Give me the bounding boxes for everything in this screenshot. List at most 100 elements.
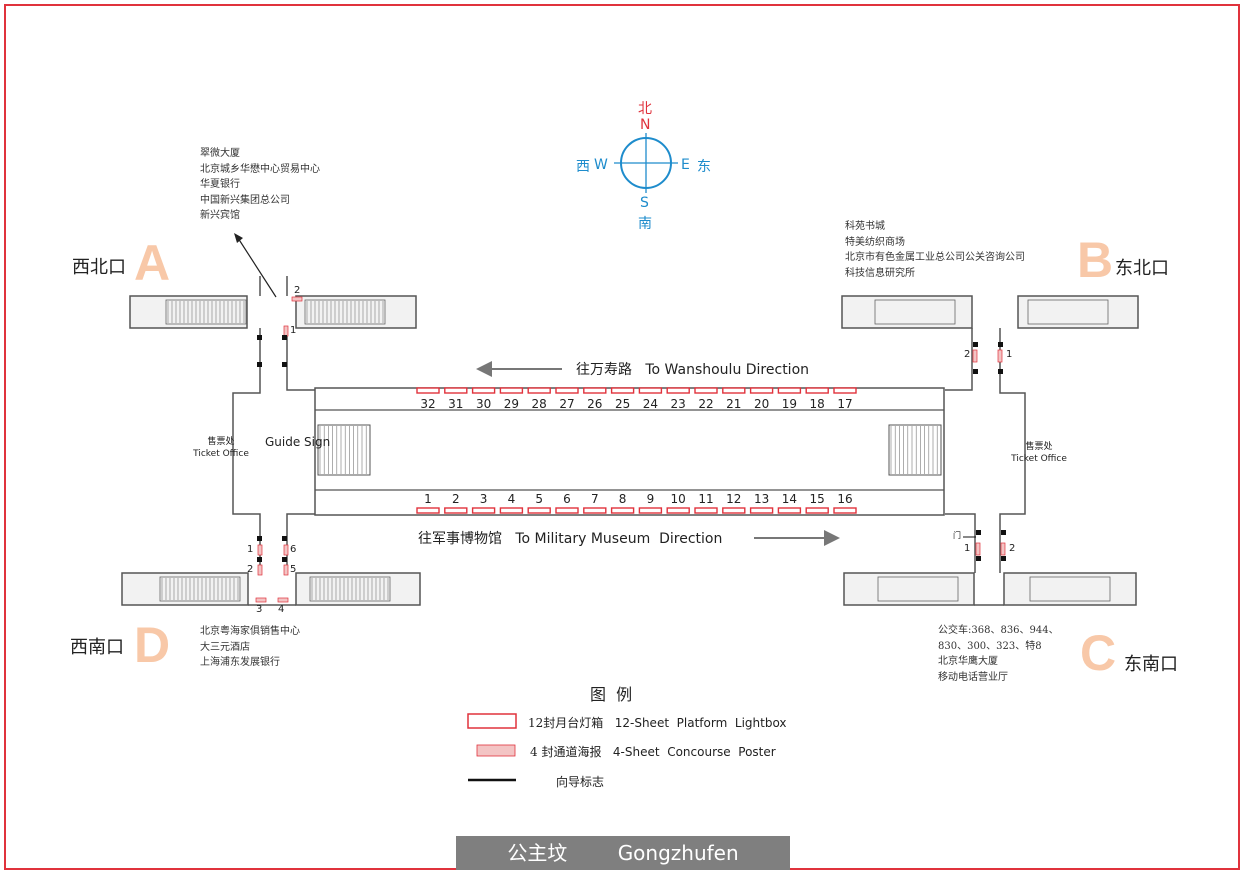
lightbox-top (610, 387, 635, 394)
lightbox-number: 24 (642, 397, 659, 411)
exit-c-letter: C (1080, 625, 1117, 681)
legend-poster-cn: 4 封通道海报 (530, 745, 602, 759)
ticket-office-east: 售票处 Ticket Office (1008, 441, 1070, 465)
lightbox-number: 23 (670, 397, 686, 411)
lightbox-top (499, 387, 524, 394)
platform-stairs (319, 426, 938, 474)
west-concourse (121, 276, 421, 606)
lightbox-number: 5 (535, 492, 543, 506)
exit-b-places: 科苑书城 特美纺织商场 北京市有色金属工业总公司公关咨询公司 科技信息研究所 (845, 219, 1025, 281)
place: 北京华鹰大厦 (938, 656, 998, 667)
lightbox-number: 9 (646, 492, 655, 506)
legend-poster-symbol (476, 744, 516, 757)
lightbox-bottom (777, 507, 802, 514)
lightbox-number: 12 (726, 492, 742, 506)
place: 科技信息研究所 (845, 267, 915, 279)
nw-pointer-arrow (234, 233, 277, 298)
exit-a-name: 西北口 (72, 257, 126, 278)
lightbox-top (583, 387, 607, 394)
direction-military-en: To Military Museum Direction (515, 531, 723, 547)
poster-number: 5 (290, 564, 297, 575)
lightbox-top (694, 387, 718, 394)
place: 华夏银行 (200, 179, 240, 190)
station-name-cn: 公主坟 (507, 841, 568, 865)
exit-d-places: 北京粤海家俱销售中心 大三元酒店 上海浦东发展银行 (200, 624, 300, 671)
lightbox-top (749, 387, 774, 394)
place: 大三元酒店 (200, 641, 250, 653)
compass-east: E (681, 157, 690, 173)
lightbox-bottom (638, 507, 663, 514)
lightbox-number: 29 (503, 397, 520, 411)
lightbox-number: 18 (809, 397, 825, 411)
compass-east-cn: 东 (697, 159, 711, 175)
lightbox-number: 6 (563, 492, 571, 506)
lightbox-bottom (527, 507, 551, 514)
west-escalators (159, 299, 391, 602)
lightbox-number: 13 (753, 492, 770, 506)
lightbox-number: 4 (507, 492, 516, 506)
lightbox-bottom (722, 507, 746, 514)
ticket-office-cn: 售票处 (1025, 442, 1053, 452)
poster-number: 4 (278, 604, 285, 615)
lightbox-bottom (610, 507, 635, 514)
direction-arrow-west (476, 361, 562, 377)
lightbox-top (527, 387, 551, 394)
lightbox-number: 27 (559, 397, 575, 411)
legend-poster-en: 4-Sheet Concourse Poster (612, 745, 776, 759)
direction-wanshoulu-cn: 往万寿路 (576, 362, 632, 378)
lightbox-number: 19 (781, 397, 798, 411)
direction-wanshoulu-en: To Wanshoulu Direction (645, 362, 810, 378)
east-concourse (841, 295, 1139, 606)
lightbox-top (666, 387, 690, 394)
lightbox-bottom (499, 507, 524, 514)
compass-south-cn: 南 (638, 216, 652, 232)
place: 中国新兴集团总公司 (200, 194, 290, 206)
lightbox-number: 22 (698, 397, 714, 411)
lightbox-number: 16 (837, 492, 853, 506)
legend-title: 图 例 (590, 685, 633, 704)
place: 科苑书城 (845, 221, 885, 232)
exit-a-places: 翠微大厦 北京城乡华懋中心贸易中心 华夏银行 中国新兴集团总公司 新兴宾馆 (200, 146, 320, 224)
legend-lightbox: 12封月台灯箱 12-Sheet Platform Lightbox (528, 714, 787, 731)
guide-sign-markers (257, 335, 1006, 562)
lightbox-number: 30 (475, 397, 492, 411)
lightbox-number: 2 (451, 492, 460, 506)
lightbox-bottom (749, 507, 774, 514)
legend-poster: 4 封通道海报 4-Sheet Concourse Poster (530, 743, 776, 760)
lightbox-top (444, 387, 468, 394)
lightbox-top (722, 387, 746, 394)
poster-number: 6 (290, 544, 297, 555)
lightbox-top (471, 387, 496, 394)
lightbox-number: 1 (424, 492, 432, 506)
legend-sign: 向导标志 (556, 775, 605, 789)
direction-wanshoulu: 往万寿路 To Wanshoulu Direction (576, 359, 809, 379)
place: 翠微大厦 (200, 148, 240, 159)
lightbox-top (833, 387, 857, 394)
lightbox-number: 15 (809, 492, 825, 506)
station-name-en: Gongzhufen (617, 841, 739, 865)
lightbox-number: 28 (531, 397, 547, 411)
exit-a-letter: A (134, 235, 171, 291)
poster-number: 1 (1006, 349, 1013, 360)
lightbox-number: 11 (698, 492, 714, 506)
direction-military: 往军事博物馆 To Military Museum Direction (418, 528, 722, 548)
place: 新兴宾馆 (200, 210, 240, 221)
exit-b-letter: B (1077, 232, 1114, 288)
exit-d-name: 西南口 (70, 637, 124, 658)
place: 北京粤海家俱销售中心 (200, 626, 300, 637)
poster-number: 1 (964, 543, 971, 554)
lightbox-number: 10 (670, 492, 686, 506)
legend-lightbox-symbol (467, 713, 517, 729)
lightbox-bottom (833, 507, 857, 514)
ticket-office-west: 售票处 Ticket Office (190, 436, 252, 460)
ticket-office-cn: 售票处 (207, 437, 235, 447)
lightbox-number: 32 (420, 397, 436, 411)
place: 特美纺织商场 (845, 236, 905, 248)
lightbox-bottom (555, 507, 579, 514)
place: 北京城乡华懋中心贸易中心 (200, 163, 320, 175)
direction-military-cn: 往军事博物馆 (418, 531, 502, 547)
direction-arrow-east (754, 530, 840, 546)
legend-lightbox-en: 12-Sheet Platform Lightbox (614, 716, 787, 730)
compass-rose (614, 133, 678, 193)
lightbox-bottom (694, 507, 718, 514)
